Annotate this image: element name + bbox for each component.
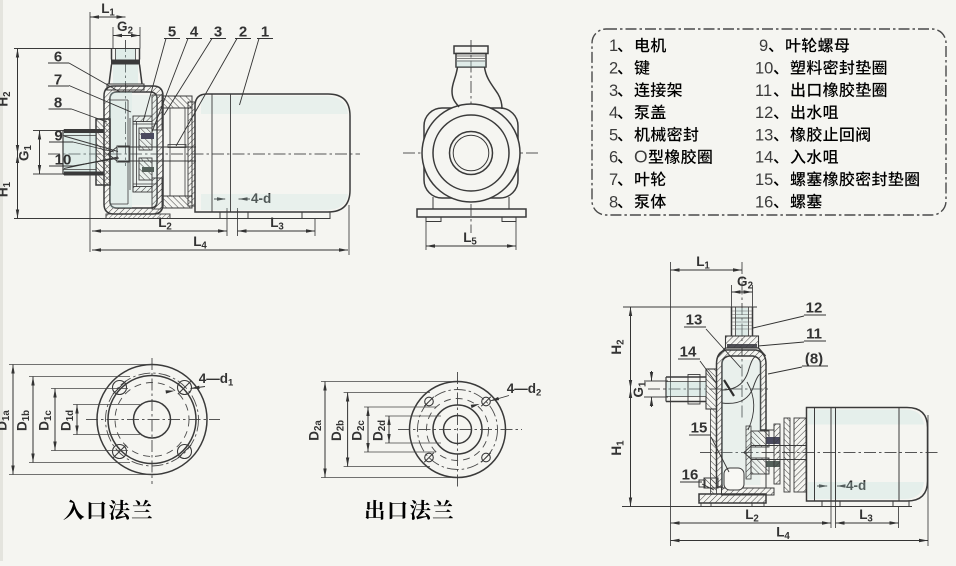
svg-text:O: O [634,147,648,167]
svg-text:D1a: D1a [0,410,12,431]
svg-text:6: 6 [609,149,618,167]
svg-text:4: 4 [190,23,199,40]
svg-text:13: 13 [686,311,703,328]
svg-text:5: 5 [609,126,618,144]
svg-text:4—d2: 4—d2 [507,381,542,399]
svg-text:10: 10 [55,151,72,168]
svg-text:9: 9 [54,127,62,144]
svg-text:4-d: 4-d [251,191,271,206]
svg-text:8: 8 [609,193,618,211]
svg-text:9: 9 [759,37,768,55]
svg-text:3: 3 [214,23,222,40]
svg-text:12: 12 [806,299,823,316]
svg-text:12: 12 [755,104,773,122]
svg-text:4: 4 [609,104,618,122]
svg-text:16: 16 [755,193,773,211]
svg-text:11: 11 [806,325,822,342]
svg-text:1: 1 [261,23,269,40]
svg-text:10: 10 [755,60,773,78]
svg-text:4-d: 4-d [846,478,866,493]
svg-text:1: 1 [609,37,618,55]
svg-text:7: 7 [609,171,618,189]
svg-text:14: 14 [680,343,697,360]
svg-text:2: 2 [609,60,618,78]
svg-text:4—d1: 4—d1 [199,371,234,389]
svg-text:3: 3 [609,82,618,100]
svg-text:13: 13 [755,126,773,144]
svg-text:15: 15 [691,419,708,436]
svg-text:6: 6 [54,48,62,65]
svg-text:11: 11 [755,82,772,100]
svg-text:15: 15 [755,171,773,189]
svg-text:2: 2 [239,23,247,40]
svg-text:16: 16 [682,466,699,483]
svg-text:(8): (8) [805,350,823,367]
svg-text:7: 7 [54,71,62,88]
svg-text:H2: H2 [0,91,13,106]
svg-text:14: 14 [755,149,773,167]
svg-text:H1: H1 [0,181,13,197]
svg-text:5: 5 [168,23,176,40]
svg-text:8: 8 [54,94,62,111]
